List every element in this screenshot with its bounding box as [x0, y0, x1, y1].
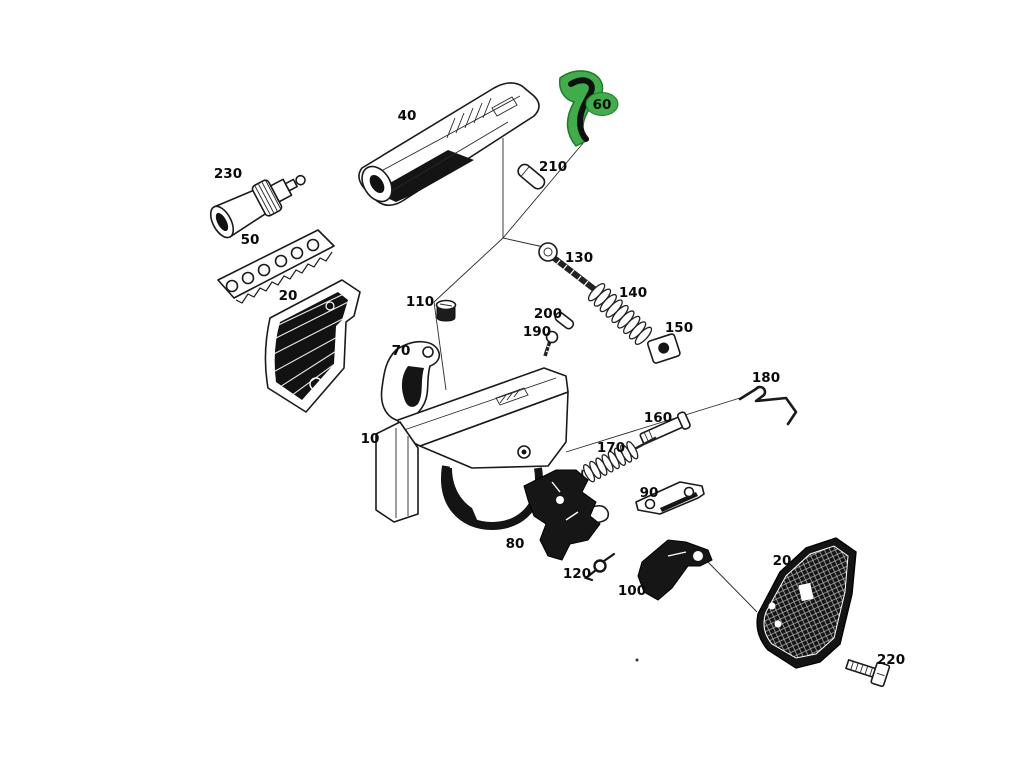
print-speck	[635, 658, 639, 662]
part-70-front-strap[interactable]	[380, 340, 441, 422]
part-60-trigger-highlighted[interactable]	[558, 70, 619, 147]
part-label-70[interactable]: 70	[392, 343, 411, 359]
part-label-190[interactable]: 190	[523, 324, 551, 340]
part-20-grip-panel-right[interactable]	[756, 537, 857, 669]
part-label-90[interactable]: 90	[640, 485, 659, 501]
part-labels: 40 60 210 230 50 20 110 70 130 140 150 2…	[214, 97, 905, 668]
slide-serrations	[446, 97, 492, 139]
highlight-label-badge	[585, 92, 619, 116]
part-label-200[interactable]: 200	[534, 306, 562, 322]
part-label-150[interactable]: 150	[665, 320, 693, 336]
part-label-230[interactable]: 230	[214, 166, 242, 182]
part-200-pin[interactable]	[554, 311, 575, 330]
part-label-20-left[interactable]: 20	[279, 288, 298, 304]
part-label-50[interactable]: 50	[241, 232, 260, 248]
part-130-screw[interactable]	[538, 242, 600, 295]
part-80-sear-assembly[interactable]	[523, 469, 610, 561]
grip-left-hatching	[274, 292, 348, 400]
part-90-lever[interactable]	[635, 481, 705, 515]
part-10-frame[interactable]	[375, 367, 569, 531]
part-50-sight-rail[interactable]	[217, 229, 335, 304]
part-190-screw[interactable]	[543, 330, 559, 357]
part-150-nut[interactable]	[646, 333, 681, 364]
part-230-muzzle-nut[interactable]	[206, 163, 312, 241]
part-110-plug-screw[interactable]	[435, 299, 457, 322]
part-label-80[interactable]: 80	[506, 536, 525, 552]
part-label-160[interactable]: 160	[644, 410, 672, 426]
part-180-wire-spring[interactable]	[738, 385, 798, 426]
part-label-180[interactable]: 180	[752, 370, 780, 386]
part-100-hammer-lever[interactable]	[637, 539, 713, 601]
part-label-210[interactable]: 210	[539, 159, 567, 175]
part-label-120[interactable]: 120	[563, 566, 591, 582]
part-label-100[interactable]: 100	[618, 583, 646, 599]
part-label-140[interactable]: 140	[619, 285, 647, 301]
leader-lines	[433, 138, 758, 613]
part-20-grip-panel-left[interactable]	[262, 279, 361, 413]
part-40-slide-assembly[interactable]	[356, 82, 540, 207]
part-220-grip-screw[interactable]	[844, 653, 891, 688]
part-210-pin[interactable]	[516, 162, 547, 191]
part-label-110[interactable]: 110	[406, 294, 434, 310]
part-label-10[interactable]: 10	[361, 431, 380, 447]
part-label-130[interactable]: 130	[565, 250, 593, 266]
part-label-20-right[interactable]: 20	[773, 553, 792, 569]
part-140-spring[interactable]	[586, 281, 654, 346]
part-label-170[interactable]: 170	[597, 440, 625, 456]
part-label-220[interactable]: 220	[877, 652, 905, 668]
part-170-spring-rod[interactable]	[578, 429, 660, 485]
part-label-40[interactable]: 40	[398, 108, 417, 124]
part-120-spring-clip[interactable]	[583, 552, 616, 582]
part-label-60[interactable]: 60	[593, 97, 612, 113]
